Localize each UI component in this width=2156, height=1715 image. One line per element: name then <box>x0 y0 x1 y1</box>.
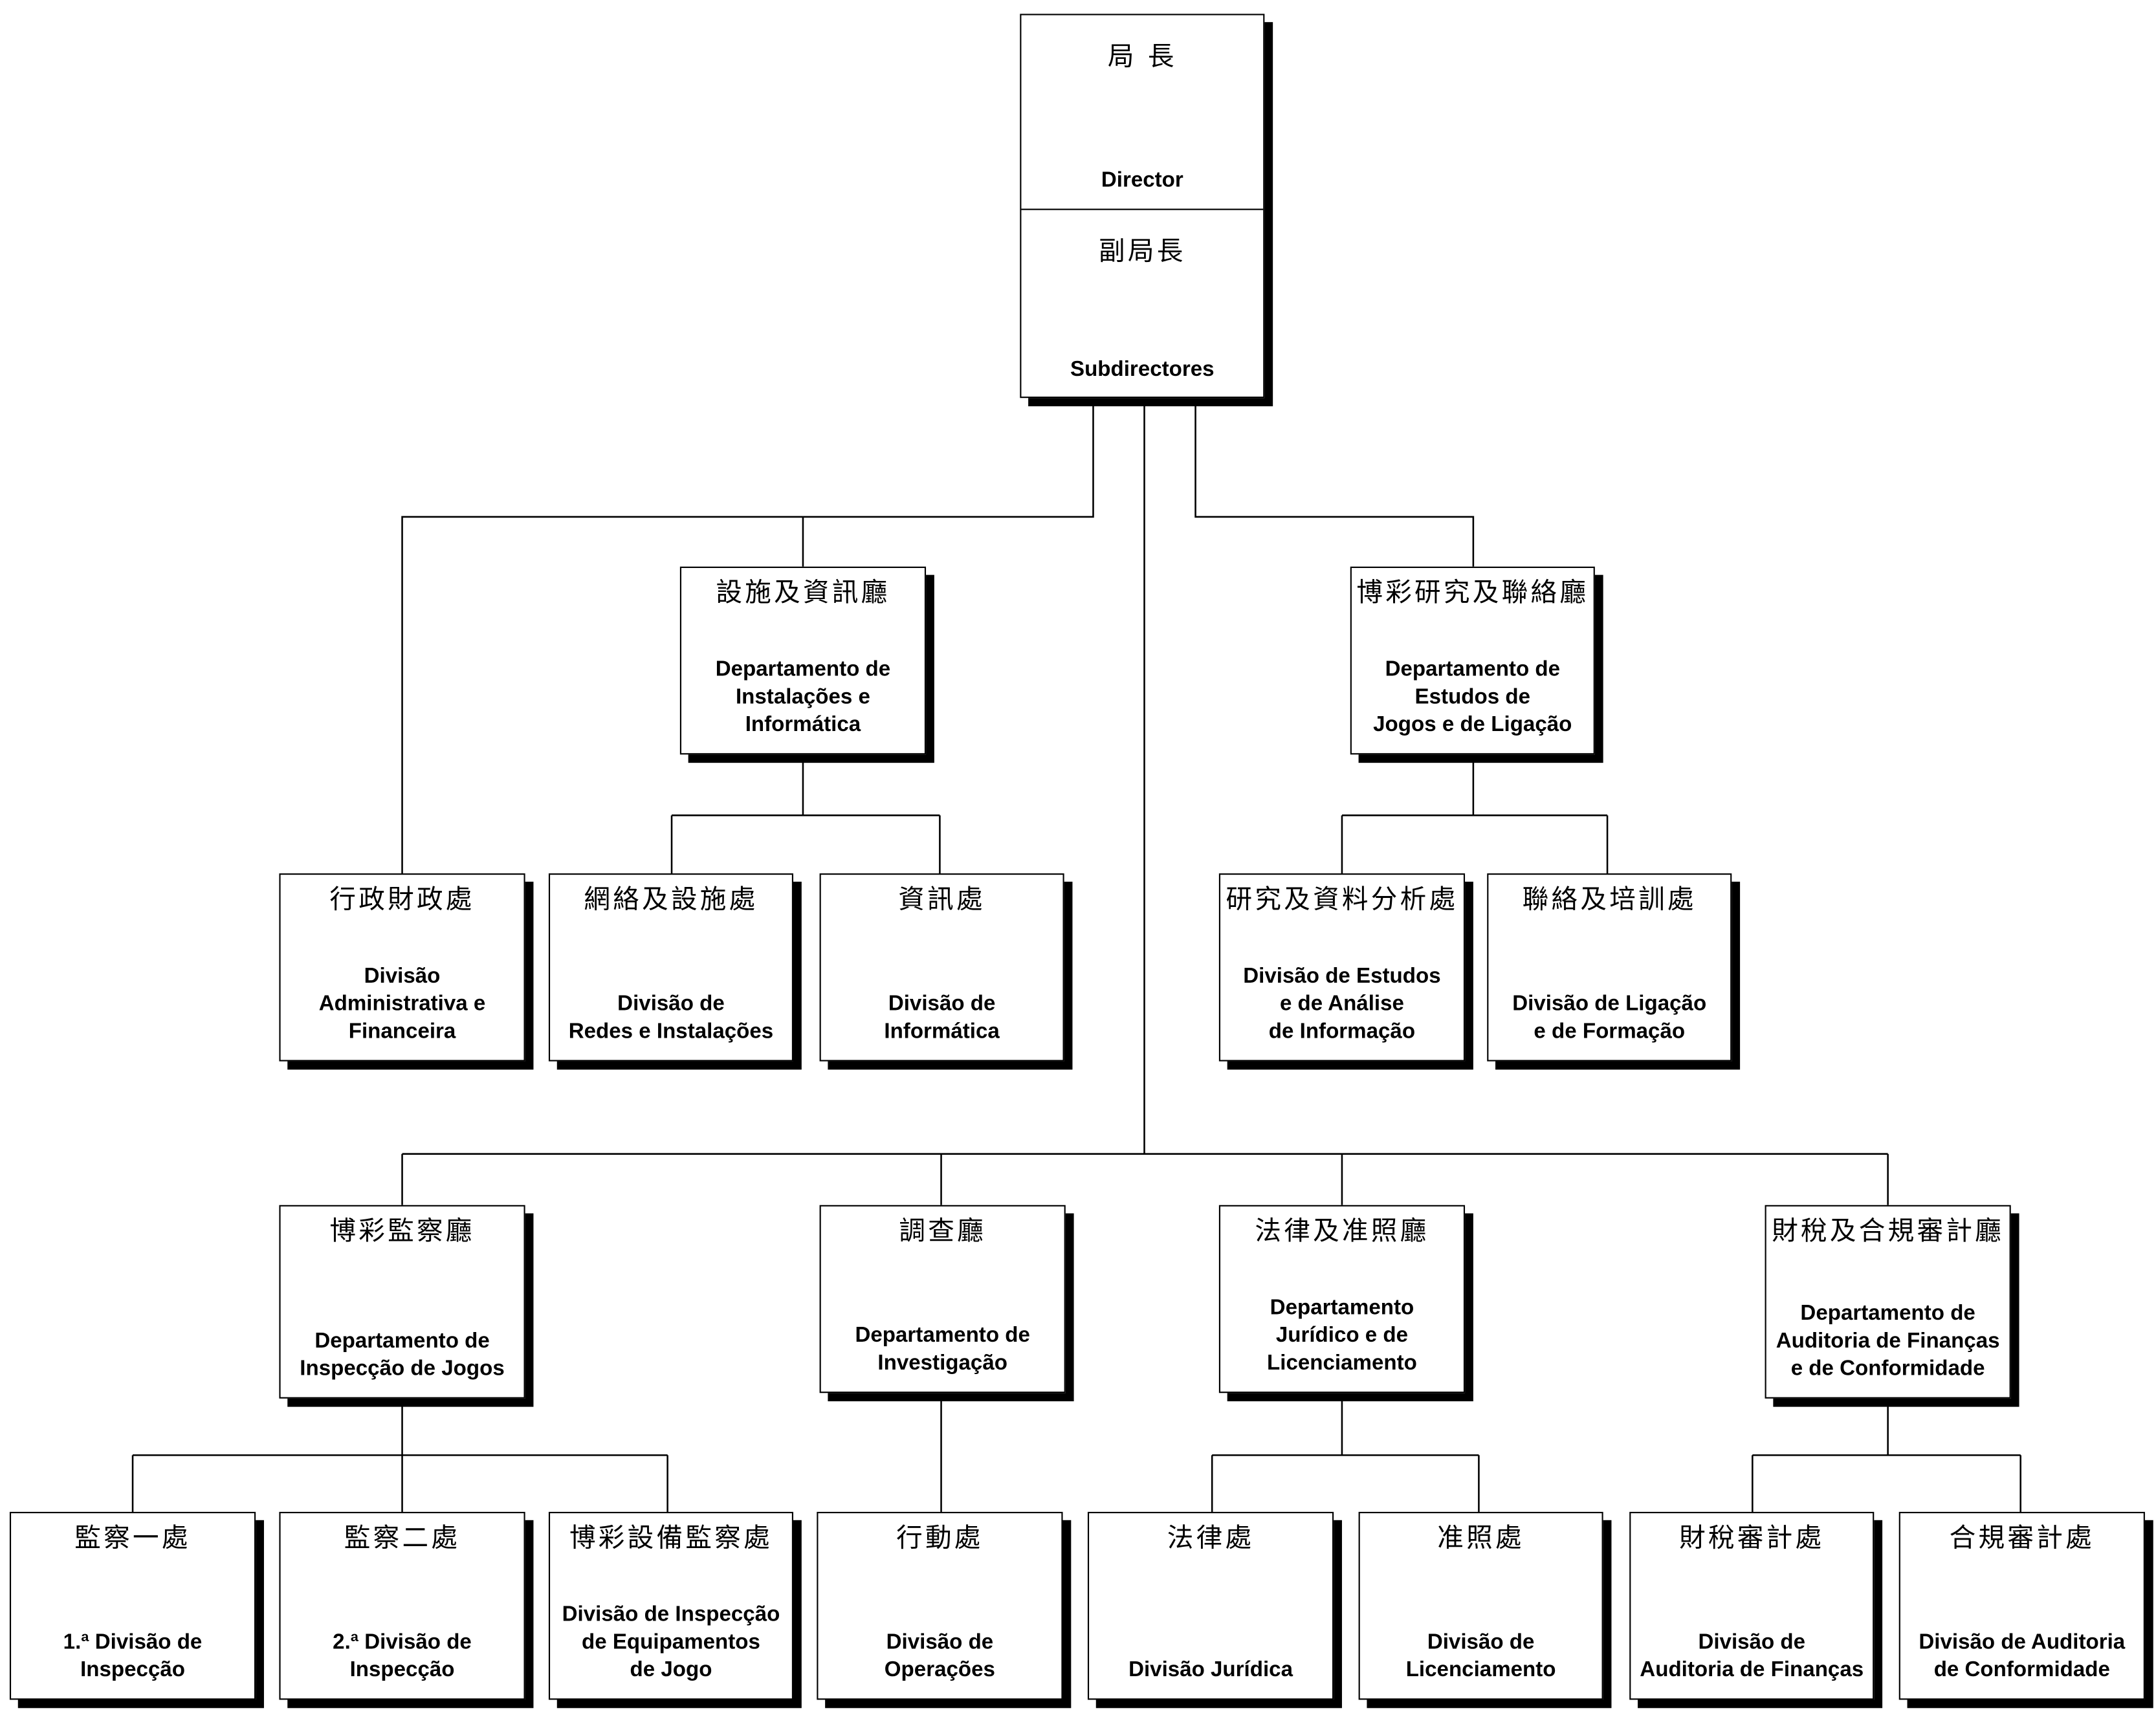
unit-pt: Departamento de Estudos de Jogos e de Li… <box>1373 657 1572 737</box>
unit-pt: Divisão de Informática <box>884 992 1000 1043</box>
unit-cn: 調查廳 <box>899 1216 986 1247</box>
dept-research-box: 博彩研究及聯絡廳 Departamento de Estudos de Jogo… <box>1350 566 1595 755</box>
unit-cn: 准照處 <box>1437 1523 1524 1554</box>
deputy-section: 副局長 Subdirectores <box>1021 210 1263 399</box>
div-fin-audit-box: 財稅審計處 Divisão de Auditoria de Finanças <box>1629 1511 1875 1700</box>
div-insp2-box: 監察二處 2.ª Divisão de Inspecção <box>279 1511 525 1700</box>
connector-director-left <box>401 400 1094 874</box>
unit-pt: 1.ª Divisão de Inspecção <box>63 1630 203 1682</box>
unit-pt: 2.ª Divisão de Inspecção <box>333 1630 472 1682</box>
unit-cn: 財稅審計處 <box>1679 1523 1825 1554</box>
unit-cn: 博彩監察廳 <box>329 1216 475 1247</box>
div-liaison-box: 聯絡及培訓處 Divisão de Ligação e de Formação <box>1487 873 1732 1062</box>
unit-cn: 法律及准照廳 <box>1255 1216 1429 1247</box>
unit-pt: Divisão Administrativa e Financeira <box>318 965 486 1043</box>
dept-audit-box: 財稅及合規審計廳 Departamento de Auditoria de Fi… <box>1765 1205 2011 1399</box>
div-equip-box: 博彩設備監察處 Divisão de Inspecção de Equipame… <box>548 1511 794 1700</box>
unit-pt: Departamento de Investigação <box>855 1324 1030 1375</box>
deputy-cn: 副局長 <box>1099 236 1186 267</box>
unit-pt: Divisão de Auditoria de Finanças <box>1640 1630 1864 1682</box>
unit-cn: 行政財政處 <box>329 884 475 915</box>
unit-pt: Divisão de Licenciamento <box>1405 1630 1556 1682</box>
unit-cn: 資訊處 <box>898 884 985 915</box>
unit-pt: Divisão de Ligação e de Formação <box>1512 992 1707 1043</box>
div-networks-box: 網絡及設施處 Divisão de Redes e Instalações <box>548 873 794 1062</box>
div-insp1-box: 監察一處 1.ª Divisão de Inspecção <box>9 1511 256 1700</box>
unit-cn: 設施及資訊廳 <box>716 577 890 608</box>
unit-pt: Departamento de Instalações e Informátic… <box>715 657 891 737</box>
director-pt: Director <box>1101 168 1183 192</box>
unit-pt: Departamento Jurídico e de Licenciamento <box>1267 1296 1417 1375</box>
unit-cn: 監察二處 <box>344 1523 461 1554</box>
dept-infra-box: 設施及資訊廳 Departamento de Instalações e Inf… <box>679 566 927 755</box>
director-cn: 局 長 <box>1107 41 1177 72</box>
unit-pt: Divisão de Inspecção de Equipamentos de … <box>562 1602 780 1682</box>
div-it-box: 資訊處 Divisão de Informática <box>819 873 1064 1062</box>
unit-pt: Divisão de Redes e Instalações <box>568 992 774 1043</box>
unit-cn: 監察一處 <box>74 1523 191 1554</box>
unit-cn: 博彩研究及聯絡廳 <box>1356 577 1589 608</box>
dept-inspection-box: 博彩監察廳 Departamento de Inspecção de Jogos <box>279 1205 525 1399</box>
div-studies-box: 研究及資料分析處 Divisão de Estudos e de Análise… <box>1218 873 1466 1062</box>
unit-pt: Divisão de Auditoria de Conformidade <box>1919 1630 2126 1682</box>
unit-pt: Divisão de Estudos e de Análise de Infor… <box>1243 965 1441 1043</box>
unit-cn: 合規審計處 <box>1949 1523 2095 1554</box>
deputy-pt: Subdirectores <box>1070 358 1215 382</box>
unit-cn: 網絡及設施處 <box>584 884 758 915</box>
unit-cn: 聯絡及培訓處 <box>1522 884 1697 915</box>
div-comp-audit-box: 合規審計處 Divisão de Auditoria de Conformida… <box>1898 1511 2145 1700</box>
unit-pt: Departamento de Auditoria de Finanças e … <box>1776 1302 2000 1381</box>
unit-pt: Divisão Jurídica <box>1128 1658 1293 1682</box>
unit-cn: 法律處 <box>1167 1523 1255 1554</box>
unit-cn: 財稅及合規審計廳 <box>1772 1216 2005 1247</box>
unit-cn: 博彩設備監察處 <box>569 1523 773 1554</box>
div-legal-box: 法律處 Divisão Jurídica <box>1087 1511 1334 1700</box>
connector-director-right <box>1194 400 1475 567</box>
div-licensing-box: 准照處 Divisão de Licenciamento <box>1358 1511 1603 1700</box>
unit-pt: Departamento de Inspecção de Jogos <box>300 1329 505 1381</box>
unit-cn: 行動處 <box>896 1523 984 1554</box>
director-section: 局 長 Director <box>1021 15 1264 210</box>
dept-investigation-box: 調查廳 Departamento de Investigação <box>819 1205 1066 1393</box>
dept-legal-box: 法律及准照廳 Departamento Jurídico e de Licenc… <box>1218 1205 1466 1393</box>
unit-pt: Divisão de Operações <box>884 1630 995 1682</box>
director-box: 局 長 Director 副局長 Subdirectores <box>1020 14 1265 399</box>
unit-cn: 研究及資料分析處 <box>1226 884 1458 915</box>
div-ops-box: 行動處 Divisão de Operações <box>817 1511 1063 1700</box>
div-admin-box: 行政財政處 Divisão Administrativa e Financeir… <box>279 873 525 1062</box>
